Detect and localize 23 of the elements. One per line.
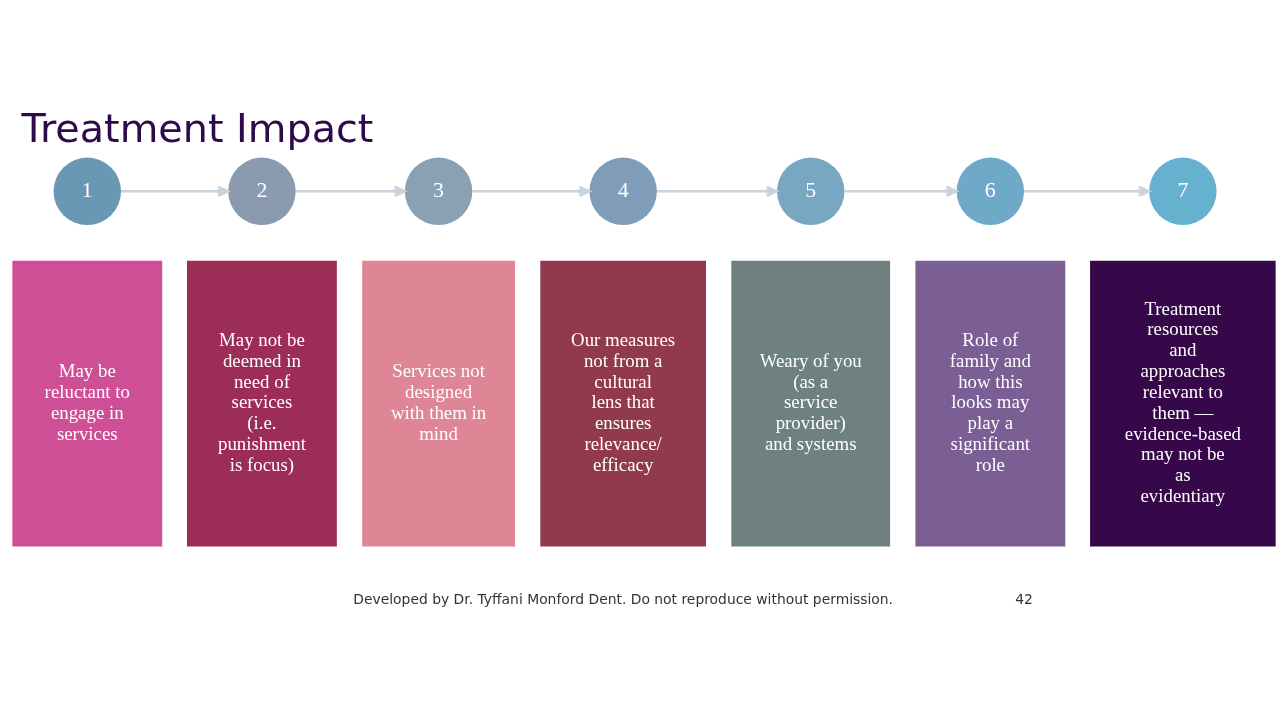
arrow [1024, 185, 1151, 197]
arrow [472, 185, 591, 197]
node-box: Services not designed with them in mind [362, 260, 515, 547]
label: Developed by Dr. Tyffani Monford Dent. Do not reproduce without permission. [353, 590, 894, 607]
node-circle: 5 [777, 157, 845, 226]
node-box: Our measures not from a cultural lens that ensures relevance/ efficacy [540, 260, 706, 547]
node-box: Treatment resources and approaches relevant to them — evidence-based may not be as evidentiary [1090, 260, 1276, 547]
node-box: May not be deemed in need of services (i.e. punishment is focus) [187, 260, 337, 547]
label: 42 [1015, 590, 1033, 607]
arrow [844, 185, 958, 197]
node-circle: 6 [956, 157, 1025, 226]
node-circle: 7 [1149, 157, 1217, 226]
arrow [295, 185, 407, 197]
node-circle: 2 [228, 157, 296, 226]
arrow [121, 185, 230, 197]
node-circle: 1 [53, 157, 121, 226]
node-circle: 3 [404, 157, 473, 226]
node-circle: 4 [589, 157, 657, 226]
node-box: May be reluctant to engage in services [12, 260, 163, 547]
node-box: Weary of you (as a service provider) and systems [731, 260, 891, 547]
node-box: Role of family and how this looks may play a significant role [915, 260, 1066, 547]
diagram-title: Treatment Impact [21, 104, 374, 151]
arrow [657, 185, 779, 197]
